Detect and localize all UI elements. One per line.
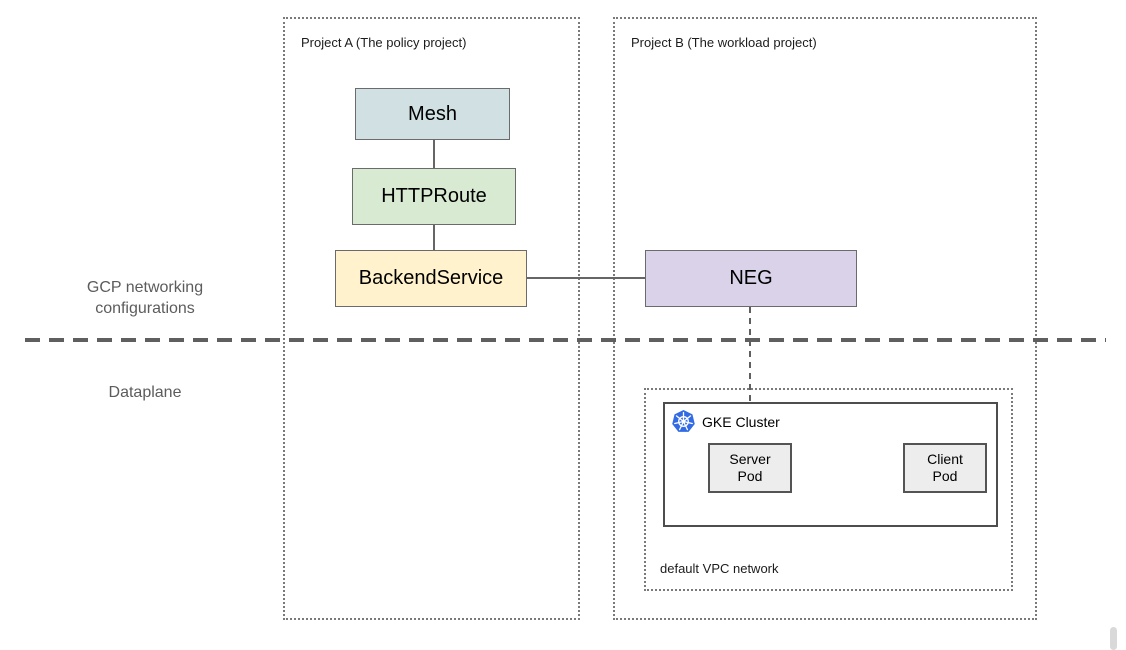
project-b-label: Project B (The workload project) <box>631 35 817 50</box>
connector-backendservice-neg <box>527 277 645 279</box>
connector-httproute-backendservice <box>433 225 435 250</box>
layer-separator-dashed-line <box>25 338 1106 342</box>
gke-cluster-label: GKE Cluster <box>702 413 780 430</box>
default-vpc-network-box: default VPC network <box>644 388 1013 591</box>
client-pod-node: Client Pod <box>903 443 987 493</box>
project-b-box: Project B (The workload project) <box>613 17 1037 620</box>
gke-cluster-header: GKE Cluster <box>672 410 780 433</box>
kubernetes-helm-wheel-icon <box>672 410 695 432</box>
server-pod-node: Server Pod <box>708 443 792 493</box>
connector-neg-gkecluster-dashed <box>749 307 751 442</box>
connector-mesh-httproute <box>433 140 435 168</box>
project-a-box: Project A (The policy project) <box>283 17 580 620</box>
project-a-label: Project A (The policy project) <box>301 35 467 50</box>
layer-label-dataplane: Dataplane <box>108 384 182 401</box>
mesh-node: Mesh <box>355 88 510 140</box>
neg-node: NEG <box>645 250 857 307</box>
httproute-node: HTTPRoute <box>352 168 516 225</box>
vertical-scrollbar-thumb[interactable] <box>1110 627 1117 650</box>
backendservice-node: BackendService <box>335 250 527 307</box>
layer-label-gcp-networking: GCP networking configurations <box>86 279 204 317</box>
default-vpc-network-label: default VPC network <box>660 561 779 576</box>
